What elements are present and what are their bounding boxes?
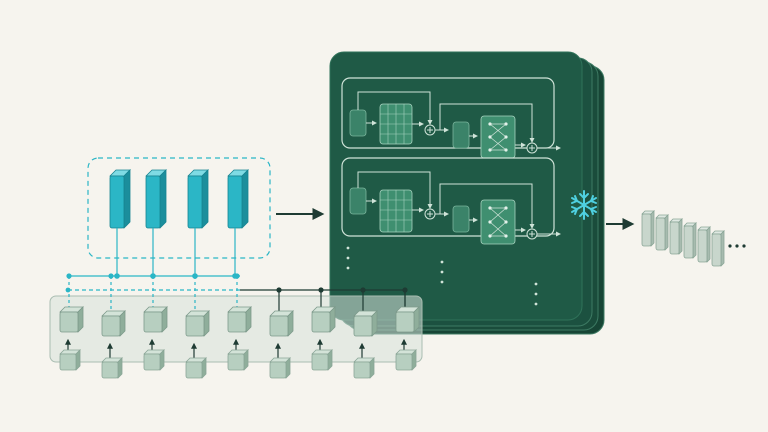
snowflake-icon (571, 190, 597, 220)
layer-1-frame (341, 77, 555, 149)
junction-dot (318, 287, 324, 293)
selected-tokens (109, 169, 249, 229)
output-bar (641, 210, 655, 247)
output-bar (711, 230, 725, 267)
raw-inputs (59, 349, 417, 379)
output-bar (683, 222, 697, 259)
output-bar (697, 226, 711, 263)
input-token-cube (395, 306, 420, 333)
selected-token-bar (187, 169, 209, 229)
output-sequence (641, 210, 725, 267)
ellipsis-icon (346, 246, 538, 306)
junction-dot (66, 273, 72, 279)
layer-1-attention-grid (379, 103, 413, 145)
junction-dot (150, 273, 156, 279)
input-token-cube (101, 310, 126, 337)
connection-lines (65, 228, 408, 358)
layer-2-attention-grid (379, 189, 413, 233)
input-token-cube (59, 306, 84, 333)
junction-dot (234, 273, 240, 279)
raw-input-cube (185, 357, 207, 379)
input-tokens (59, 306, 420, 337)
input-token-cube (185, 310, 210, 337)
raw-input-cube (227, 349, 249, 371)
selected-token-bar (109, 169, 131, 229)
raw-input-cube (269, 357, 291, 379)
junction-dot (360, 287, 366, 293)
layer-1-norm-block (349, 109, 367, 137)
junction-dot (114, 273, 120, 279)
junction-dot (192, 273, 198, 279)
input-token-cube (353, 310, 378, 337)
plus-circle-icon (526, 142, 538, 154)
raw-input-cube (59, 349, 81, 371)
output-bar (669, 218, 683, 255)
junction-dot (65, 287, 71, 293)
layer-2-ffn-network (480, 199, 516, 245)
junction-dot (108, 273, 114, 279)
layer-1-norm-block-2 (452, 121, 470, 149)
input-token-cube (143, 306, 168, 333)
raw-input-cube (101, 357, 123, 379)
selected-token-bar (227, 169, 249, 229)
input-token-cube (311, 306, 336, 333)
raw-input-cube (143, 349, 165, 371)
input-token-cube (227, 306, 252, 333)
layer-1-ffn-network (480, 115, 516, 159)
ellipsis-icon (728, 244, 746, 248)
raw-input-cube (311, 349, 333, 371)
layer-2-norm-block (349, 187, 367, 215)
raw-input-cube (395, 349, 417, 371)
layer-2-norm-block-2 (452, 205, 470, 233)
output-bar (655, 214, 669, 251)
plus-circle-icon (424, 124, 436, 136)
junction-dot (276, 287, 282, 293)
plus-circle-icon (526, 228, 538, 240)
layer-2-frame (341, 157, 555, 237)
raw-input-cube (353, 357, 375, 379)
plus-circle-icon (424, 208, 436, 220)
transformer-stack (329, 51, 605, 335)
input-token-cube (269, 310, 294, 337)
transformer-layer-1 (341, 77, 561, 159)
selected-token-bar (145, 169, 167, 229)
junction-dot (402, 287, 408, 293)
transformer-layer-2 (341, 157, 561, 245)
selected-tokens-frame (87, 157, 271, 259)
